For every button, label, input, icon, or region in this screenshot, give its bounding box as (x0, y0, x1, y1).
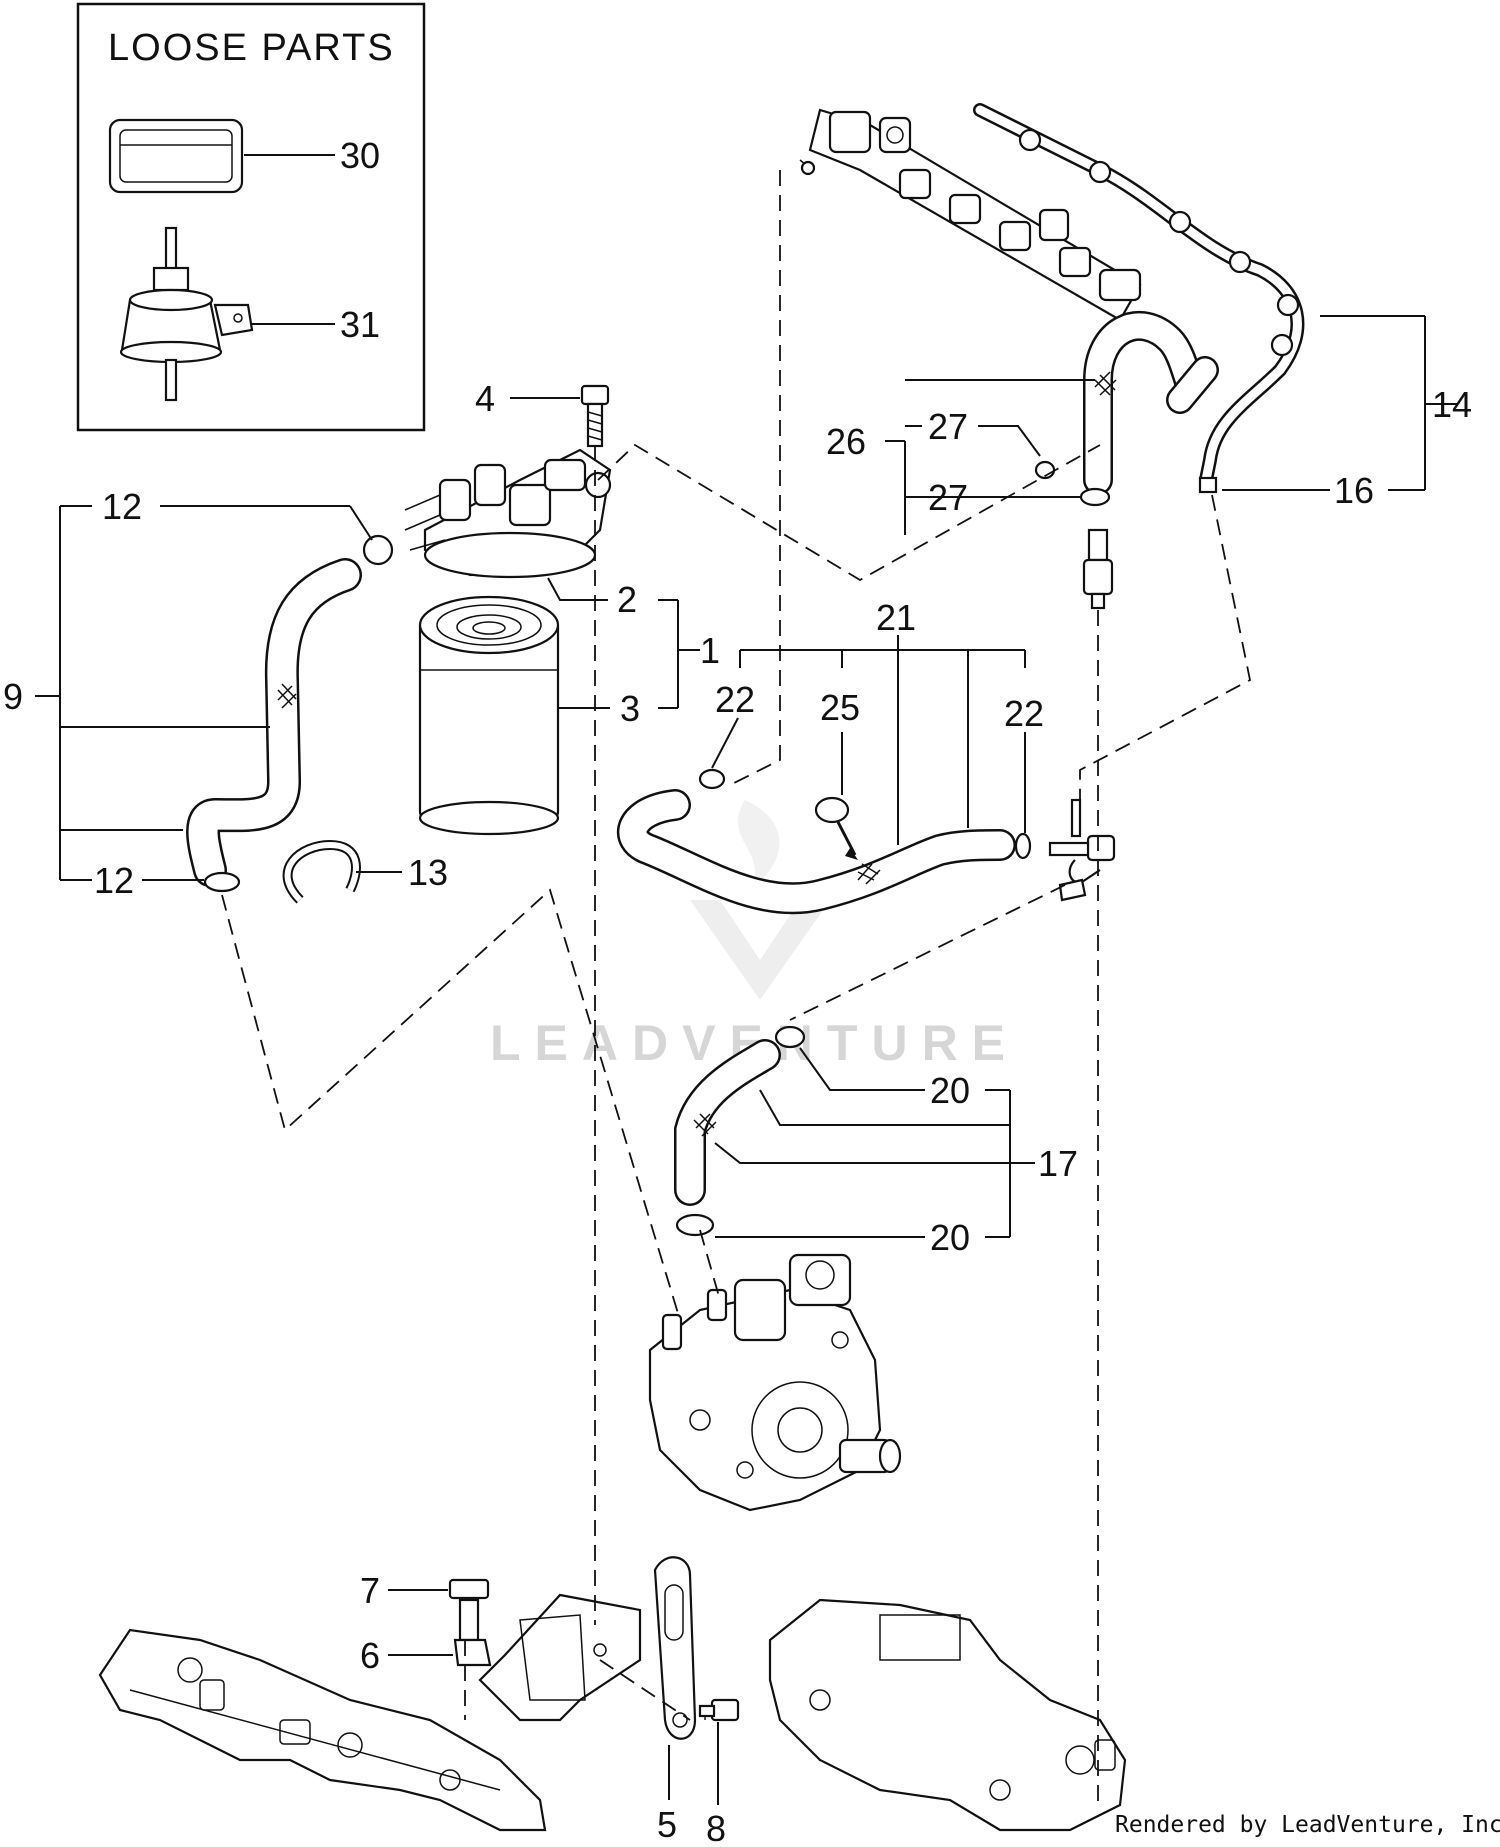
callout-21: 21 (876, 597, 916, 638)
callout-25: 25 (820, 687, 860, 728)
callout-20-lower: 20 (930, 1217, 970, 1258)
clamp-13-part (282, 839, 361, 904)
hose-26-part (1034, 310, 1219, 610)
clamp-20-lower (675, 1213, 715, 1237)
callout-6: 6 (360, 1635, 380, 1676)
return-hose-harness-part (973, 103, 1305, 494)
loose-parts-title: LOOSE PARTS (108, 27, 395, 69)
clamp-20-upper (774, 1025, 806, 1049)
callout-2: 2 (617, 579, 637, 620)
hose-marking-icon (277, 683, 297, 709)
callout-labels: 30 31 4 12 9 2 1 3 12 13 21 22 25 22 26 … (3, 135, 1472, 1847)
callout-31: 31 (340, 304, 380, 345)
assembly-lines (221, 170, 1252, 1805)
callout-22-right: 22 (1004, 693, 1044, 734)
callout-20-upper: 20 (930, 1070, 970, 1111)
loose-parts-box: LOOSE PARTS (76, 2, 426, 432)
callout-22-left: 22 (715, 679, 755, 720)
callout-12-upper: 12 (102, 486, 142, 527)
callout-5: 5 (657, 1804, 677, 1845)
callout-9: 9 (3, 676, 23, 717)
watermark-logo-icon (690, 800, 830, 1000)
injector-rail-part (799, 108, 1142, 322)
bolt-4-part (580, 384, 610, 448)
bracket-6-part (448, 1578, 642, 1722)
damper-part (119, 226, 254, 402)
clamp-22-right (1014, 832, 1032, 860)
leader-lines (35, 154, 1458, 1805)
callout-7: 7 (360, 1570, 380, 1611)
callout-1: 1 (700, 630, 720, 671)
callout-30: 30 (340, 135, 380, 176)
intake-manifold-right-part (768, 1598, 1127, 1832)
callout-17: 17 (1038, 1143, 1078, 1184)
callout-8: 8 (706, 1808, 726, 1847)
hose-17-part (674, 1025, 806, 1237)
footer-credit: Rendered by LeadVenture, Inc. (1115, 1812, 1500, 1838)
callout-14: 14 (1432, 384, 1472, 425)
hose-fitting-part (1082, 528, 1114, 610)
callout-12-lower: 12 (94, 860, 134, 901)
callout-27-lower: 27 (928, 477, 968, 518)
fuel-pump-part (648, 1253, 902, 1512)
fuel-filter-head-part (404, 448, 612, 579)
hose-21-part (616, 768, 1032, 915)
clamp-12-lower (203, 871, 241, 893)
gasket-pad-part (108, 118, 244, 194)
clamp-27-lower (1079, 487, 1111, 507)
hose-marking-icon (857, 863, 881, 885)
filter-cartridge-part (418, 595, 560, 836)
callout-4: 4 (475, 378, 495, 419)
hose-9-part (186, 534, 394, 893)
callout-16: 16 (1334, 470, 1374, 511)
clamp-12-upper (362, 534, 394, 566)
hose-marking-icon (1094, 371, 1117, 396)
clamp-25-part (814, 796, 850, 824)
callout-13: 13 (408, 852, 448, 893)
callout-26: 26 (826, 421, 866, 462)
tee-fitting-part (1048, 798, 1116, 902)
bolt-8-part (698, 1698, 740, 1722)
clamp-22-left (698, 768, 726, 790)
callout-27-upper: 27 (928, 406, 968, 447)
intake-manifold-left-part (98, 1628, 547, 1832)
hose-marking-icon (693, 1113, 717, 1137)
strap-5-part (653, 1556, 697, 1740)
callout-3: 3 (620, 688, 640, 729)
